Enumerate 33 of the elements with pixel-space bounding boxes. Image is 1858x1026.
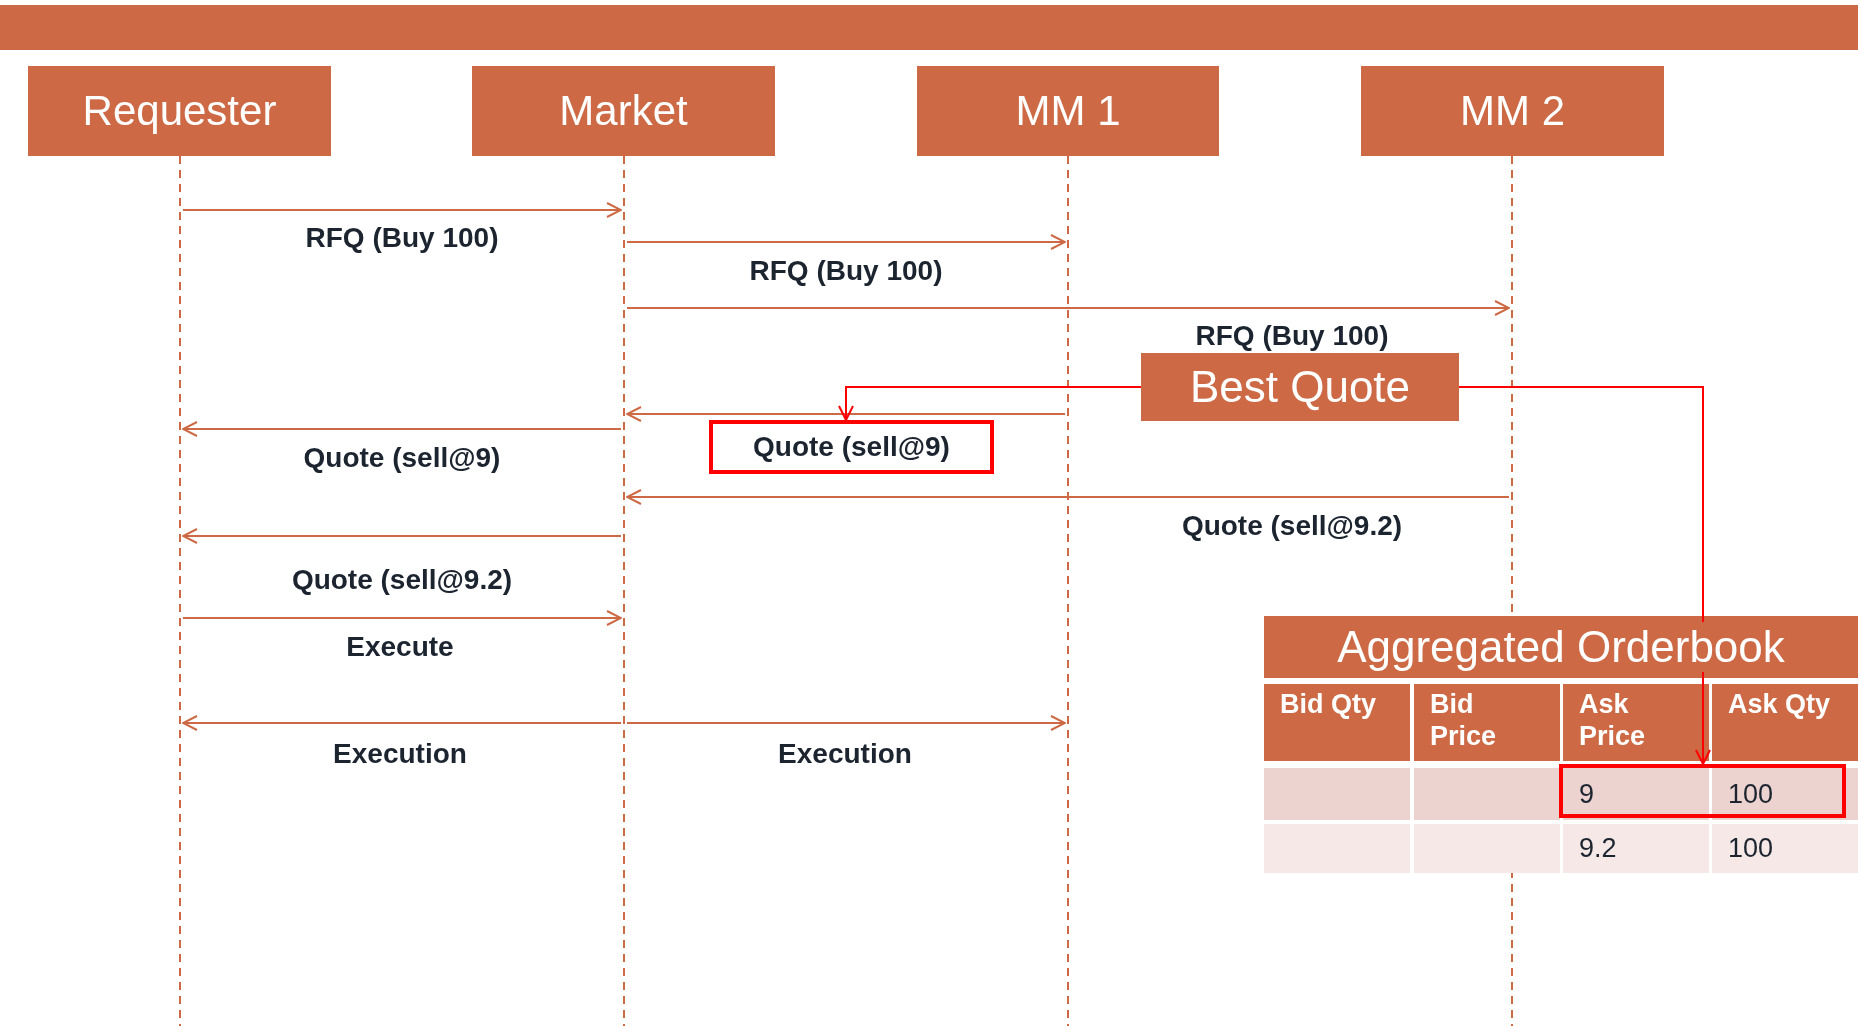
message-arrow — [626, 300, 1510, 316]
message-arrow — [626, 489, 1510, 505]
highlighted-message-label: Quote (sell@9) — [709, 420, 994, 474]
table-value: 9 — [1563, 768, 1709, 820]
message-arrow — [626, 406, 1066, 422]
table-value: 100 — [1712, 824, 1858, 873]
message-arrow — [182, 202, 622, 218]
orderbook-table — [1264, 616, 1858, 873]
column-header: Bid Qty — [1264, 684, 1410, 761]
message-arrow — [626, 715, 1066, 731]
participant-box: MM 1 — [917, 66, 1219, 156]
message-arrow — [182, 528, 622, 544]
message-arrow — [1458, 386, 1711, 765]
participant-box: Requester — [28, 66, 331, 156]
message-arrow — [626, 234, 1066, 250]
highlight-frame — [1559, 764, 1846, 818]
participant-box: Market — [472, 66, 775, 156]
column-header: Bid Price — [1414, 684, 1560, 761]
table-title: Aggregated Orderbook — [1335, 622, 1787, 672]
table-value: 9.2 — [1563, 824, 1709, 873]
callout-box: Best Quote — [1141, 353, 1459, 421]
lifeline — [1065, 156, 1071, 1026]
lifeline — [177, 156, 183, 1026]
header-bar — [0, 5, 1858, 50]
message-arrow — [182, 610, 622, 626]
message-arrow — [182, 715, 622, 731]
message-arrow — [182, 421, 622, 437]
column-header: Ask Price — [1563, 684, 1709, 761]
column-header: Ask Qty — [1712, 684, 1858, 761]
message-arrow — [838, 386, 1142, 421]
lifeline — [621, 156, 627, 1026]
participant-box: MM 2 — [1361, 66, 1664, 156]
table-value: 100 — [1712, 768, 1858, 820]
